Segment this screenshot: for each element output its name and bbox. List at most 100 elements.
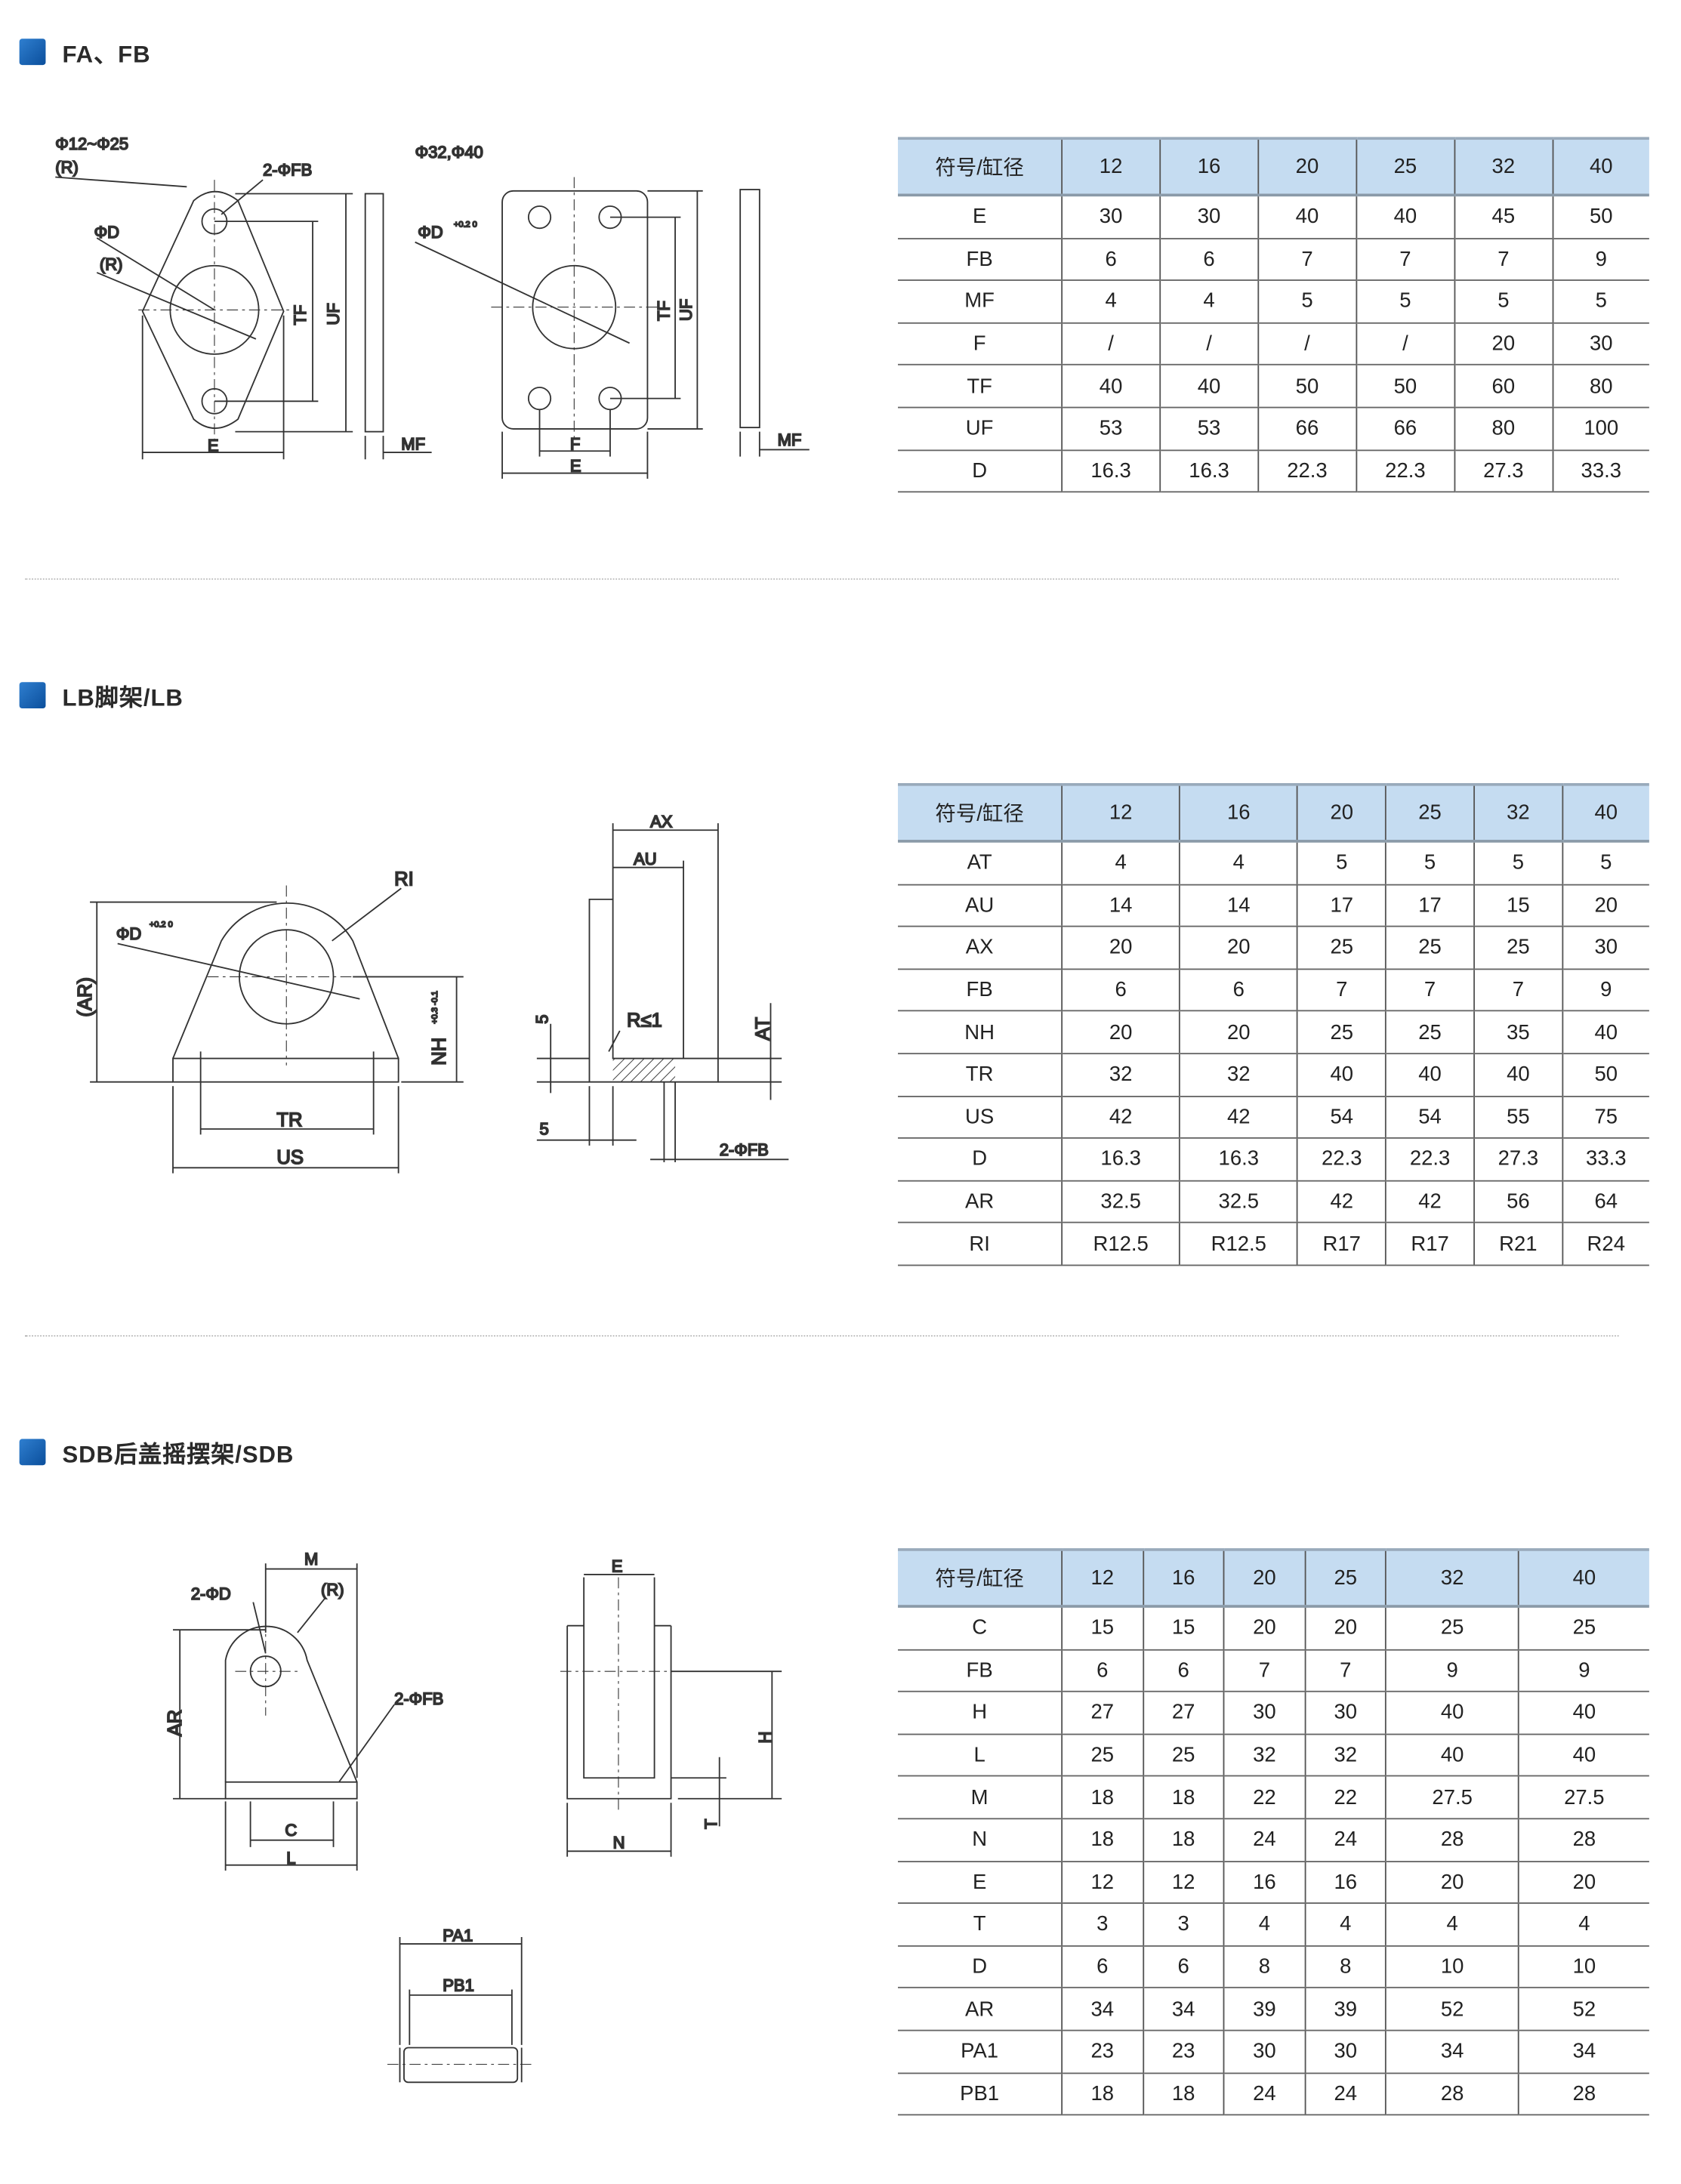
label: TF	[291, 305, 310, 325]
table-cell: /	[1061, 322, 1161, 366]
table-cell: 4	[1179, 841, 1298, 885]
row-symbol: RI	[898, 1223, 1063, 1266]
label: Φ12~Φ25	[55, 134, 128, 153]
row-symbol: AX	[898, 926, 1063, 970]
section-title-text: LB脚架/LB	[62, 684, 184, 711]
column-header: 32	[1473, 782, 1562, 843]
table-cell: 64	[1561, 1180, 1649, 1224]
column-header: 12	[1061, 1548, 1143, 1608]
table-cell: 22	[1223, 1776, 1306, 1820]
row-symbol: T	[898, 1903, 1063, 1947]
table-cell: 20	[1223, 1606, 1306, 1650]
table-cell: 40	[1473, 1053, 1562, 1097]
table-cell: 30	[1159, 195, 1259, 239]
table-cell: 30	[1061, 195, 1161, 239]
column-header: 20	[1223, 1548, 1306, 1608]
table-cell: 10	[1385, 1945, 1519, 1989]
table-cell: 25	[1061, 1734, 1143, 1778]
table-cell: 7	[1297, 968, 1386, 1012]
column-header: 40	[1561, 782, 1649, 843]
row-symbol: AU	[898, 884, 1063, 927]
table-cell: 22.3	[1297, 1138, 1386, 1182]
row-symbol: MF	[898, 280, 1063, 324]
table-cell: 66	[1356, 407, 1454, 451]
row-symbol: UF	[898, 407, 1063, 451]
section-title-lb: LB脚架/LB	[19, 678, 184, 713]
table-cell: 6	[1061, 238, 1161, 282]
table-cell: 20	[1518, 1861, 1649, 1905]
section-title-text: FA、FB	[62, 41, 151, 68]
table-cell: 4	[1518, 1903, 1649, 1947]
table-cell: 16	[1304, 1861, 1386, 1905]
table-cell: 75	[1561, 1096, 1649, 1140]
table-cell: 7	[1304, 1649, 1386, 1692]
table-cell: 35	[1473, 1011, 1562, 1054]
table-cell: R12.5	[1061, 1223, 1180, 1266]
table-cell: 4	[1061, 280, 1161, 324]
label: E	[570, 457, 581, 476]
table-cell: 28	[1385, 1818, 1519, 1862]
table-cell: 10	[1518, 1945, 1649, 1989]
column-header: 32	[1453, 137, 1553, 197]
label: PA1	[443, 1926, 473, 1945]
label: (R)	[321, 1580, 344, 1599]
tolerance-label: +0.2 0	[454, 220, 477, 229]
table-cell: 50	[1257, 365, 1356, 409]
section-marker-icon	[19, 39, 46, 66]
label: 2-ΦFB	[720, 1140, 769, 1159]
label: C	[285, 1821, 297, 1840]
table-cell: /	[1356, 322, 1454, 366]
table-cell: 40	[1385, 1053, 1474, 1097]
table-cell: 28	[1518, 2072, 1649, 2116]
table-cell: 25	[1385, 1606, 1519, 1650]
table-cell: /	[1257, 322, 1356, 366]
table-cell: 34	[1385, 2030, 1519, 2074]
table-cell: 20	[1453, 322, 1553, 366]
table-cell: 9	[1518, 1649, 1649, 1692]
column-header: 25	[1356, 137, 1454, 197]
label: (R)	[55, 158, 78, 177]
table-cell: 16.3	[1159, 449, 1259, 493]
label: M	[304, 1550, 318, 1569]
label: 5	[533, 1015, 552, 1024]
table-cell: 18	[1061, 2072, 1143, 2116]
table-cell: 4	[1223, 1903, 1306, 1947]
row-symbol: D	[898, 1138, 1063, 1182]
column-header: 16	[1159, 137, 1259, 197]
label: PB1	[443, 1976, 474, 1994]
table-cell: 18	[1142, 2072, 1224, 2116]
sdb-pin-drawing: PA1 PB1	[387, 1926, 533, 2084]
table-cell: 17	[1297, 884, 1386, 927]
table-cell: 30	[1561, 926, 1649, 970]
table-cell: 20	[1561, 884, 1649, 927]
label: 2-ΦFB	[394, 1689, 443, 1708]
table-cell: 16.3	[1061, 1138, 1180, 1182]
table-cell: 28	[1385, 2072, 1519, 2116]
label: NH	[429, 1038, 450, 1066]
label: AU	[634, 850, 657, 868]
label: Φ32,Φ40	[415, 143, 483, 162]
row-symbol: D	[898, 1945, 1063, 1989]
table-cell: 52	[1385, 1988, 1519, 2031]
table-cell: 15	[1061, 1606, 1143, 1650]
table-cell: 54	[1385, 1096, 1474, 1140]
label: AX	[650, 813, 673, 831]
table-cell: 4	[1304, 1903, 1386, 1947]
table-cell: 80	[1453, 407, 1553, 451]
table-cell: 4	[1385, 1903, 1519, 1947]
label: TR	[276, 1109, 302, 1131]
row-symbol: FB	[898, 238, 1063, 282]
table-cell: R12.5	[1179, 1223, 1298, 1266]
label: E	[612, 1556, 623, 1575]
